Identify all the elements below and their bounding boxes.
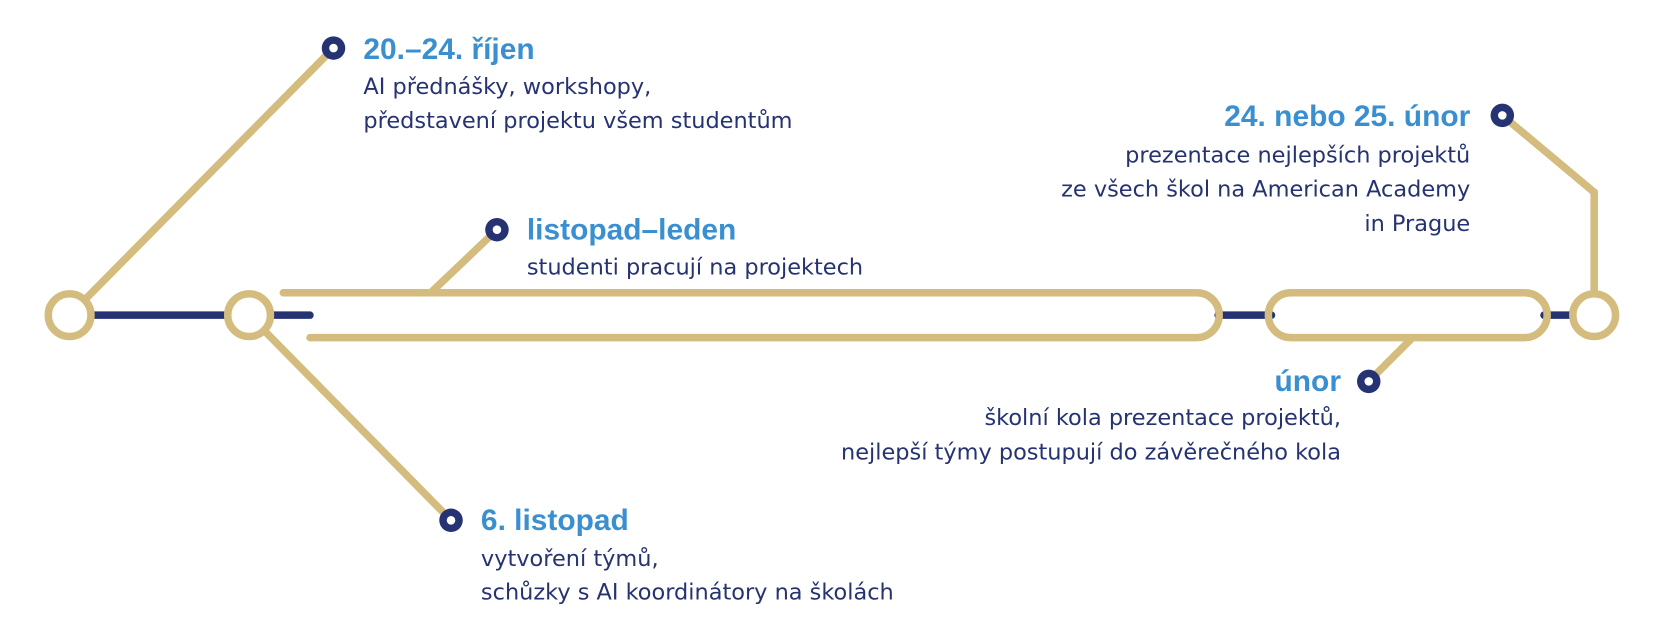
milestone-dot <box>485 217 509 242</box>
milestone-text: studenti pracují na projektech <box>527 255 863 281</box>
project-phase-track <box>279 288 1223 342</box>
branch-final <box>1498 111 1598 297</box>
school-rounds-track <box>1264 288 1551 342</box>
milestone-date: 20.–24. říjen <box>363 33 534 66</box>
branch-october <box>65 44 338 319</box>
milestone-dot <box>321 36 346 60</box>
milestone-text: nejlepší týmy postupují do závěrečného k… <box>841 439 1341 465</box>
milestone-text: in Prague <box>1364 211 1470 237</box>
station-start <box>44 290 95 341</box>
branch-nov-jan <box>426 225 501 297</box>
milestone-date: 6. listopad <box>481 504 629 537</box>
milestone-dot <box>1490 103 1515 128</box>
milestone-text: prezentace nejlepších projektů <box>1125 141 1470 168</box>
milestone-date: únor <box>1275 365 1342 398</box>
branch-november <box>245 311 455 525</box>
milestone-dot <box>1357 369 1381 394</box>
station-end <box>1569 290 1620 341</box>
milestone-text: vytvoření týmů, <box>481 545 659 572</box>
milestone-date: listopad–leden <box>527 213 736 246</box>
milestone-text: ze všech škol na American Academy <box>1061 177 1470 203</box>
milestone-text: představení projektu všem studentům <box>363 107 792 134</box>
milestone-text: AI přednášky, workshopy, <box>363 74 651 100</box>
milestone-text: schůzky s AI koordinátory na školách <box>481 578 894 605</box>
station-teams <box>223 290 275 341</box>
milestone-date: 24. nebo 25. únor <box>1224 100 1470 133</box>
milestone-dot <box>439 508 463 533</box>
milestone-text: školní kola prezentace projektů, <box>984 404 1341 431</box>
